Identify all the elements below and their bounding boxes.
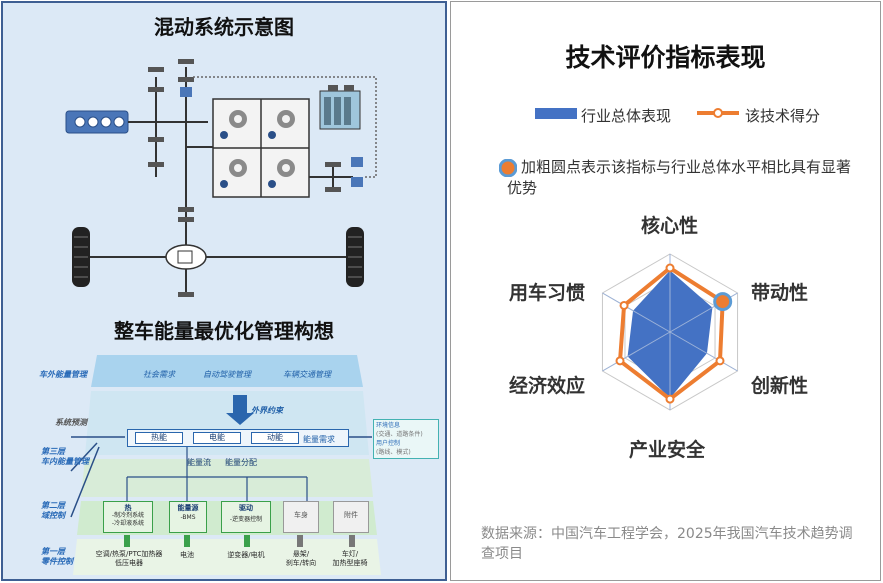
user-control-title: 用户控制 (376, 440, 401, 447)
user-control-detail: (路线、模式) (376, 449, 411, 456)
energy-box-electric: 电能 (193, 432, 241, 444)
highlight-note: 加粗圆点表示该指标与行业总体水平相比具有显著优势 (507, 158, 852, 197)
domain-box-heat: 热 -制冷剂系统 -冷却液系统 (103, 501, 153, 533)
evaluation-title: 技术评价指标表现 (565, 43, 766, 72)
left-panel: 混动系统示意图 (1, 1, 447, 581)
layer-label-third: 第三层 车内能量管理 (41, 447, 89, 466)
axis-label-industry-security: 产业安全 (629, 439, 706, 461)
domain-box-source: 能量源 -BMS (169, 501, 207, 533)
domain-box-drive: 驱动 -逆变器控制 (221, 501, 271, 533)
highlight-dot-icon (499, 159, 517, 177)
component-inverter: 逆变器/电机 (227, 551, 265, 559)
energy-flow-label: 能量流 (187, 458, 211, 467)
radar-spoke-overlay-5 (602, 331, 671, 372)
domain-heat-title: 热 (124, 504, 132, 512)
env-info-detail: (交通、道路条件) (376, 431, 423, 438)
domain-source-title: 能量源 (177, 504, 199, 512)
domain-accessory-title: 附件 (344, 511, 358, 519)
legend-industry-label: 行业总体表现 (581, 107, 672, 125)
domain-heat-sub: -制冷剂系统 -冷却液系统 (111, 512, 145, 527)
data-source: 数据来源：中国汽车工程学会，2025年我国汽车技术趋势调查项目 (481, 526, 853, 562)
energy-management-diagram: 车外能量管理 系统预测 第三层 车内能量管理 第二层 域控制 第一层 零件控制 … (7, 351, 443, 577)
legend-industry-swatch (535, 108, 577, 119)
component-suspension: 悬架/ 刹车/转向 (285, 550, 317, 567)
component-battery: 电池 (180, 551, 194, 559)
energy-box-heat: 热能 (135, 432, 183, 444)
domain-drive-sub: -逆变器控制 (229, 516, 263, 523)
motor-icons (180, 87, 363, 187)
energy-demand-label: 能量需求 (303, 435, 335, 444)
header-social: 社会需求 (143, 370, 175, 379)
header-autodrive: 自动驾驶管理 (203, 370, 251, 379)
tech-point-3 (715, 356, 725, 366)
tech-point-5 (615, 356, 625, 366)
right-panel: 技术评价指标表现 行业总体表现 该技术得分 加粗圆点表示该指标与行业总体水平相比… (450, 1, 881, 581)
component-ac: 空调/热泵/PTC加热器 低压电器 (95, 550, 163, 567)
domain-source-sub: -BMS (180, 514, 196, 521)
domain-box-body: 车身 (283, 501, 319, 533)
env-info-box: 环境信息 (交通、道路条件) 用户控制 (路线、模式) (373, 419, 439, 459)
tech-point-highlight-2 (713, 292, 733, 312)
tech-point-6 (619, 300, 629, 310)
energy-box-kinetic: 动能 (251, 432, 299, 444)
legend-tech-label: 该技术得分 (745, 107, 821, 125)
env-info-title: 环境信息 (376, 422, 401, 429)
battery-icon (319, 85, 361, 130)
bearings (148, 59, 341, 297)
engine-icon (65, 110, 129, 134)
legend-tech-marker (697, 108, 739, 118)
gearbox-grid (212, 98, 310, 198)
component-lights: 车灯/ 加热型座椅 (332, 550, 368, 567)
external-constraint-label: 外界约束 (251, 406, 283, 415)
axis-label-drive: 带动性 (751, 282, 809, 304)
domain-body-title: 车身 (294, 511, 308, 519)
layer-label-first: 第一层 零件控制 (41, 547, 73, 566)
energy-allocation-label: 能量分配 (225, 458, 257, 467)
layer-label-second: 第二层 域控制 (41, 501, 65, 520)
radar-spoke-overlay-6 (602, 292, 671, 333)
layer-label-external: 车外能量管理 (39, 370, 87, 379)
axis-label-innovation: 创新性 (751, 375, 809, 397)
tech-point-1 (665, 263, 675, 273)
tech-point-4 (665, 394, 675, 404)
layer-label-prediction: 系统预测 (55, 418, 87, 427)
domain-box-accessory: 附件 (333, 501, 369, 533)
axis-label-economic: 经济效应 (509, 375, 586, 397)
hybrid-system-title: 混动系统示意图 (154, 15, 294, 39)
radar-chart (601, 253, 739, 411)
energy-management-title: 整车能量最优化管理构想 (114, 319, 334, 343)
radar-spoke-overlay-3 (669, 331, 738, 372)
header-traffic: 车辆交通管理 (283, 370, 331, 379)
hybrid-system-schematic (65, 59, 377, 297)
axis-label-usage-habit: 用车习惯 (509, 282, 586, 304)
differential-icon (165, 244, 207, 270)
axis-label-core: 核心性 (641, 215, 699, 237)
domain-drive-title: 驱动 (239, 504, 253, 512)
